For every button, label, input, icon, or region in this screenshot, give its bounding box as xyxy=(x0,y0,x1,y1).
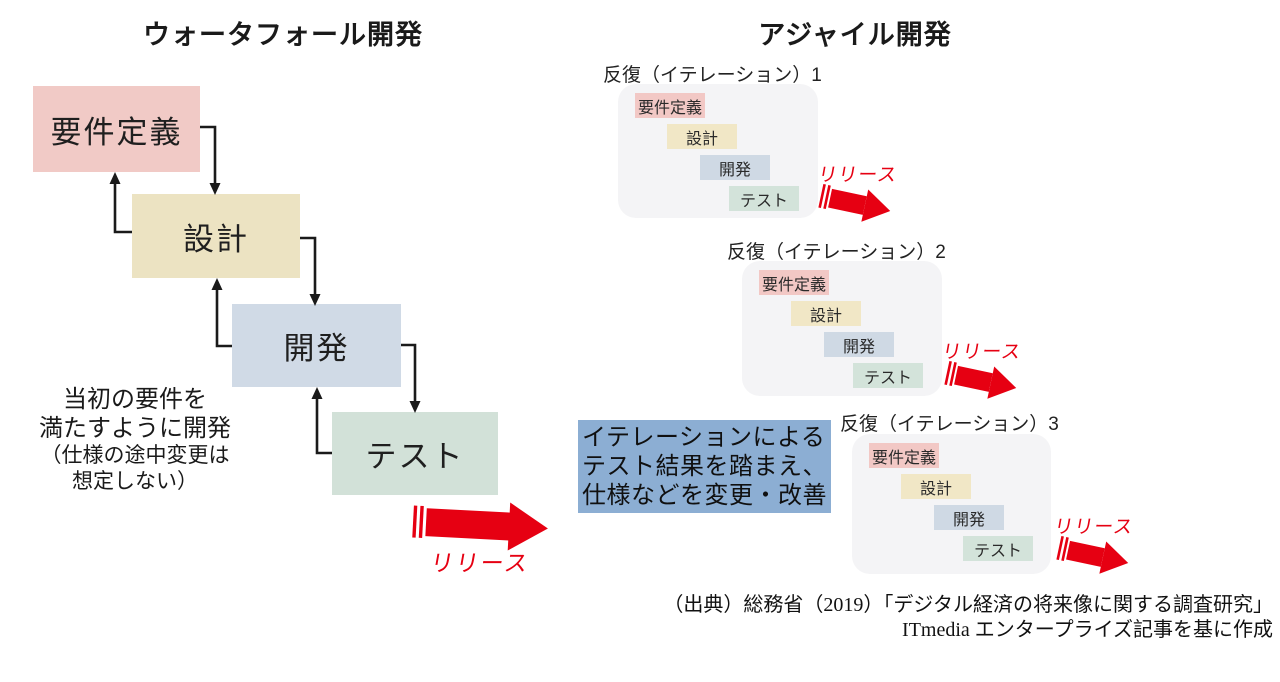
waterfall-release-label: リリース xyxy=(428,550,532,576)
waterfall-note-line: 当初の要件を xyxy=(63,386,207,413)
iteration1-label: 反復（イテレーション）1 xyxy=(603,65,822,86)
waterfall-phase-requirements: 要件定義 xyxy=(33,86,200,172)
iteration1-phase-development: 開発 xyxy=(700,155,770,180)
source-line: ITmedia エンタープライズ記事を基に作成 xyxy=(902,619,1273,641)
iteration2-release-arrow xyxy=(943,357,1020,405)
agile-highlight-callout: イテレーションによる テスト結果を踏まえ、 仕様などを変更・改善 xyxy=(578,420,831,513)
iteration1-phase-requirements: 要件定義 xyxy=(635,93,705,118)
waterfall-note-line: 満たすように開発 xyxy=(39,415,231,442)
iteration2-phase-development: 開発 xyxy=(824,332,894,357)
iteration1-release-label: リリース xyxy=(816,165,900,186)
iteration3-label: 反復（イテレーション）3 xyxy=(840,414,1059,435)
iteration3-release-label: リリース xyxy=(1052,517,1136,538)
iteration1-release-arrow xyxy=(817,180,894,228)
iteration3-container: 要件定義 設計 開発 テスト xyxy=(852,434,1051,574)
iteration1-container: 要件定義 設計 開発 テスト xyxy=(618,84,818,218)
iteration1-phase-test: テスト xyxy=(729,186,799,211)
iteration2-release-label: リリース xyxy=(940,342,1024,363)
iteration2-phase-test: テスト xyxy=(853,363,923,388)
source-attribution: （出典）総務省（2019）「デジタル経済の将来像に関する調査研究」 ITmedi… xyxy=(553,593,1273,643)
agile-title: アジャイル開発 xyxy=(758,20,952,50)
iteration2-phase-requirements: 要件定義 xyxy=(759,270,829,295)
iteration2-container: 要件定義 設計 開発 テスト xyxy=(742,261,942,396)
iteration3-phase-design: 設計 xyxy=(901,474,971,499)
iteration3-phase-development: 開発 xyxy=(934,505,1004,530)
waterfall-phase-design: 設計 xyxy=(132,194,300,278)
source-line: （出典）総務省（2019）「デジタル経済の将来像に関する調査研究」 xyxy=(663,594,1273,616)
waterfall-phase-test: テスト xyxy=(332,412,498,495)
waterfall-note-line: （仕様の途中変更は xyxy=(40,444,230,467)
waterfall-note: 当初の要件を 満たすように開発 （仕様の途中変更は 想定しない） xyxy=(5,385,265,495)
iteration1-phase-design: 設計 xyxy=(667,124,737,149)
agile-highlight-line: 仕様などを変更・改善 xyxy=(582,482,827,509)
iteration3-phase-test: テスト xyxy=(963,536,1033,561)
iteration3-release-arrow xyxy=(1055,532,1132,580)
agile-highlight-line: イテレーションによる xyxy=(582,424,826,451)
waterfall-note-line: 想定しない） xyxy=(72,470,198,493)
iteration2-phase-design: 設計 xyxy=(791,301,861,326)
waterfall-title: ウォータフォール開発 xyxy=(143,20,423,50)
iteration2-label: 反復（イテレーション）2 xyxy=(727,242,946,263)
agile-highlight-line: テスト結果を踏まえ、 xyxy=(582,453,827,480)
waterfall-phase-development: 開発 xyxy=(232,304,401,387)
iteration3-phase-requirements: 要件定義 xyxy=(869,443,939,468)
